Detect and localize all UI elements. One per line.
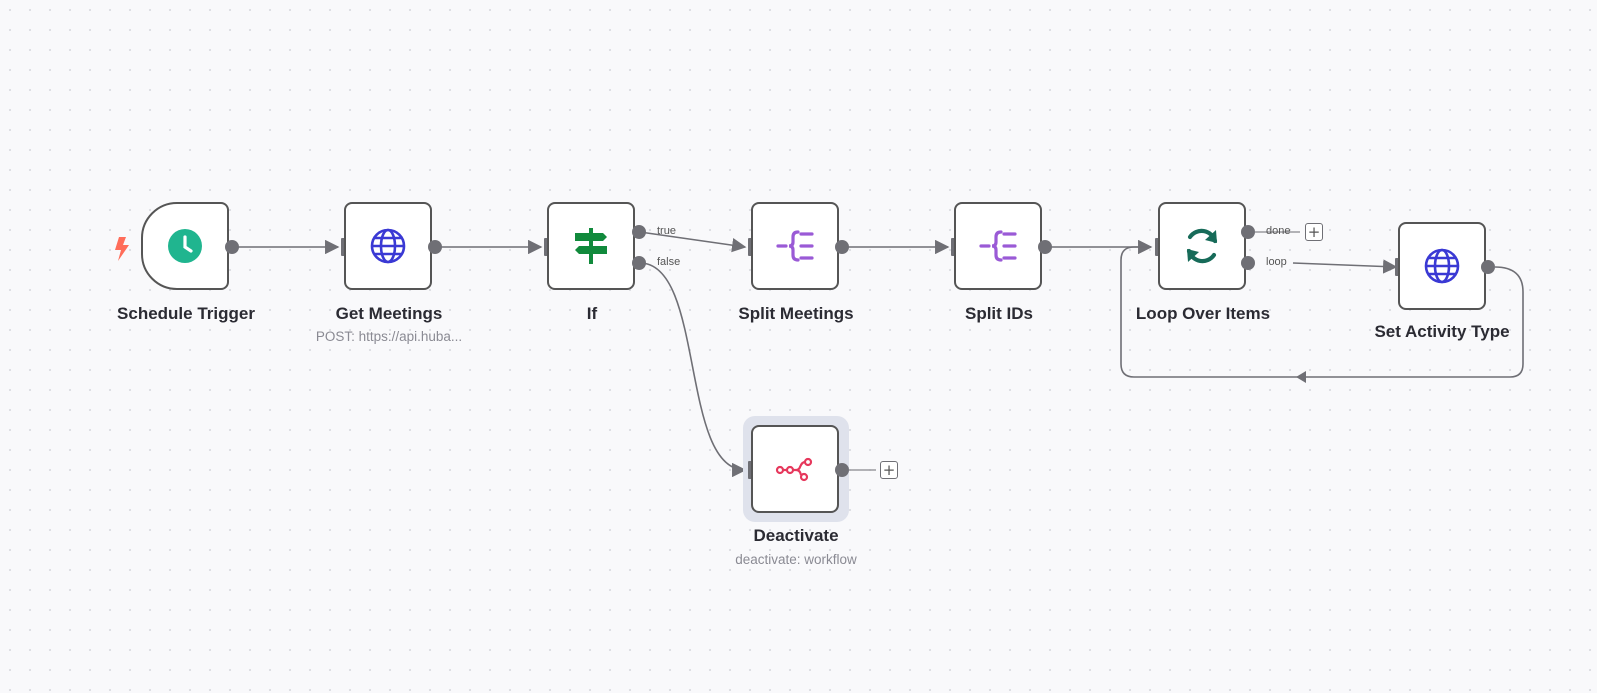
if-false-output[interactable]	[632, 256, 646, 270]
get-meetings-output[interactable]	[428, 240, 442, 254]
node-subtitle: deactivate: workflow	[735, 552, 857, 567]
n8n-workflow-icon	[775, 457, 813, 482]
loop-loop-label: loop	[1266, 256, 1287, 268]
node-split-ids[interactable]	[954, 202, 1042, 290]
split-meetings-output[interactable]	[835, 240, 849, 254]
schedule-trigger-output[interactable]	[225, 240, 239, 254]
loop-back-arrow	[1296, 371, 1306, 383]
if-true-label: true	[657, 225, 676, 237]
trigger-bolt-icon	[115, 237, 129, 261]
edge-if-false-to-deactivate	[639, 262, 747, 478]
node-label: Schedule Trigger	[117, 304, 255, 323]
set-activity-type-output[interactable]	[1481, 260, 1495, 274]
node-if[interactable]	[547, 202, 635, 290]
node-label: Get Meetings	[335, 304, 443, 323]
globe-icon	[1424, 248, 1460, 284]
loop-done-label: done	[1266, 225, 1291, 237]
node-get-meetings[interactable]	[344, 202, 432, 290]
edge-if-true-to-splitmeetings	[639, 231, 747, 253]
loop-done-output[interactable]	[1241, 225, 1255, 239]
node-subtitle: POST: https://api.huba...	[315, 329, 463, 344]
deactivate-output[interactable]	[835, 463, 849, 477]
if-false-label: false	[657, 256, 681, 268]
node-set-activity-type[interactable]	[1398, 222, 1486, 310]
node-deactivate[interactable]	[751, 425, 839, 513]
node-label: Split IDs	[964, 304, 1033, 323]
node-label: Deactivate	[753, 526, 839, 545]
globe-icon	[370, 228, 406, 264]
split-out-icon	[776, 230, 814, 262]
add-node-after-deactivate-button[interactable]: +	[880, 461, 898, 479]
split-ids-output[interactable]	[1038, 240, 1052, 254]
node-label: Set Activity Type	[1374, 322, 1510, 341]
node-split-meetings[interactable]	[751, 202, 839, 290]
signpost-icon	[575, 228, 607, 264]
loop-icon	[1186, 228, 1218, 264]
node-loop-over-items[interactable]	[1158, 202, 1246, 290]
split-out-icon	[979, 230, 1017, 262]
node-label: Loop Over Items	[1135, 304, 1271, 323]
edge-loop-loop-to-setactivity	[1292, 259, 1398, 274]
node-label: If	[586, 304, 598, 323]
add-node-after-done-button[interactable]: +	[1305, 223, 1323, 241]
loop-loop-output[interactable]	[1241, 256, 1255, 270]
node-schedule-trigger[interactable]	[141, 202, 229, 290]
if-true-output[interactable]	[632, 225, 646, 239]
clock-icon	[168, 229, 202, 263]
node-label: Split Meetings	[738, 304, 854, 323]
